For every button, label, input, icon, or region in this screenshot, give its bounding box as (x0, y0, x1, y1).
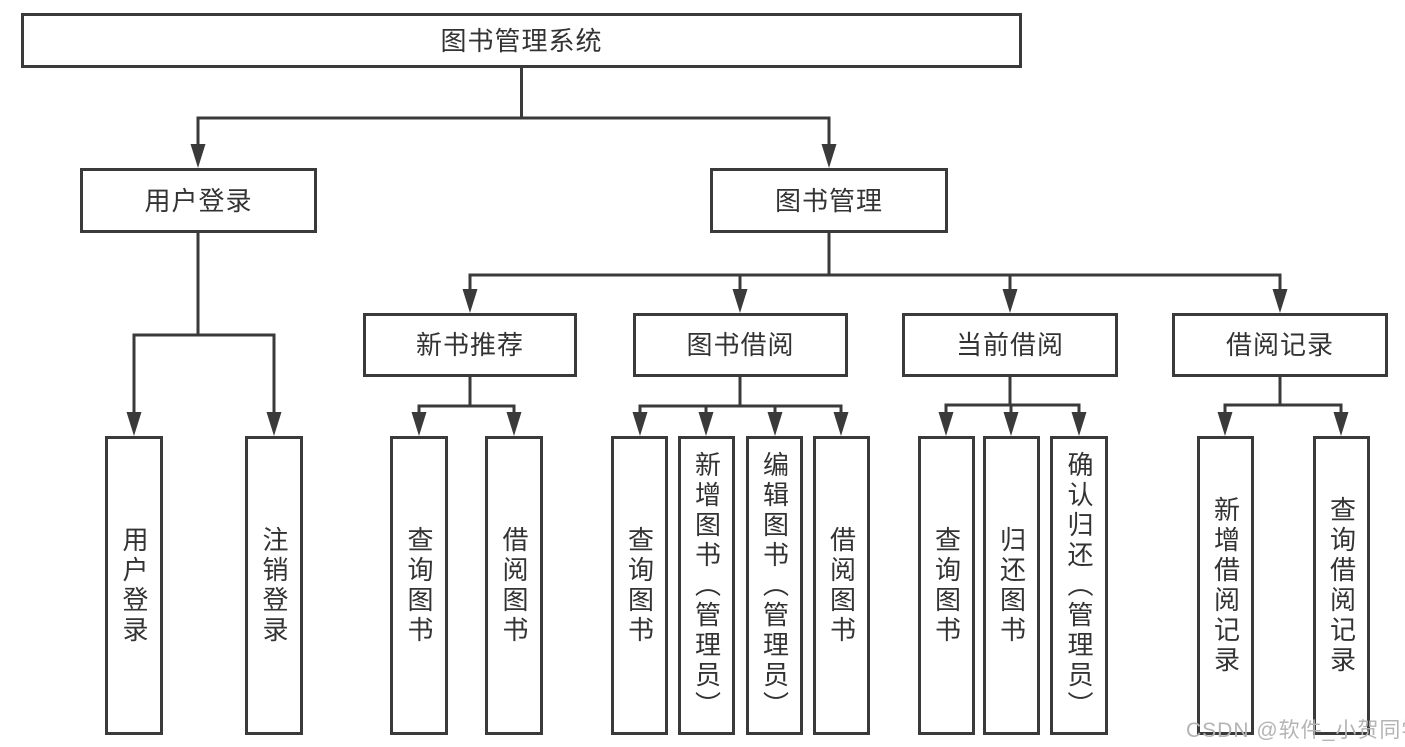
arrowhead (462, 289, 478, 313)
leaf-borrow-books: 借阅图书 (813, 436, 870, 735)
node-borrow-records: 借阅记录 (1172, 313, 1388, 377)
connector-login-to-leaves (132, 233, 276, 418)
node-root-system: 图书管理系统 (21, 13, 1022, 68)
leaf-user-login-label: 用户登录 (119, 525, 149, 646)
arrowhead (126, 412, 142, 436)
csdn-watermark: CSDN @软件_小贺同学 (1186, 719, 1405, 742)
node-new-book-recommend: 新书推荐 (363, 313, 577, 377)
leaf-borrow-query-books-label: 查询图书 (624, 525, 655, 646)
arrowhead (1071, 412, 1087, 436)
arrowhead (266, 412, 282, 436)
leaf-add-books-admin-label: 新增图书（管理员） (691, 450, 722, 721)
leaf-confirm-return-admin-label: 确认归还（管理员） (1064, 450, 1094, 721)
leaf-logout-label: 注销登录 (259, 525, 289, 646)
arrowhead (1217, 412, 1233, 436)
arrowhead (698, 412, 714, 436)
arrowhead (1003, 412, 1019, 436)
leaf-edit-books-admin-label: 编辑图书（管理员） (759, 450, 790, 721)
leaf-recommend-borrow-books: 借阅图书 (485, 436, 543, 735)
connector-root-to-level2 (196, 68, 831, 150)
node-book-management-label: 图书管理 (774, 185, 883, 216)
connector-bookmgmt-to-level3 (468, 233, 1282, 296)
leaf-borrow-books-label: 借阅图书 (826, 525, 857, 646)
node-user-login-label: 用户登录 (144, 185, 253, 216)
leaf-return-books: 归还图书 (983, 436, 1040, 735)
arrowhead (1272, 289, 1288, 313)
leaf-return-books-label: 归还图书 (996, 525, 1027, 646)
node-new-book-recommend-label: 新书推荐 (415, 330, 524, 360)
leaf-borrow-query-books: 查询图书 (611, 436, 668, 735)
arrowhead (732, 289, 748, 313)
arrowhead (411, 412, 427, 436)
arrowhead (938, 412, 954, 436)
node-book-management: 图书管理 (710, 168, 948, 233)
connector-records-to-leaves (1223, 377, 1343, 418)
leaf-add-borrow-record: 新增借阅记录 (1197, 436, 1254, 735)
connector-current-to-leaves (944, 377, 1081, 418)
arrowhead (632, 412, 648, 436)
leaf-confirm-return-admin: 确认归还（管理员） (1050, 436, 1108, 735)
leaf-query-borrow-record: 查询借阅记录 (1313, 436, 1370, 735)
node-borrow-records-label: 借阅记录 (1225, 330, 1334, 360)
connector-borrow-to-leaves (638, 377, 843, 418)
leaf-recommend-query-books: 查询图书 (390, 436, 448, 735)
arrowhead (1002, 289, 1018, 313)
leaf-query-borrow-record-label: 查询借阅记录 (1326, 495, 1357, 676)
leaf-current-query-books: 查询图书 (918, 436, 975, 735)
arrowhead (190, 144, 206, 168)
connector-recommend-to-leaves (417, 377, 516, 418)
leaf-edit-books-admin: 编辑图书（管理员） (746, 436, 803, 735)
leaf-recommend-query-books-label: 查询图书 (404, 525, 434, 646)
leaf-user-login: 用户登录 (105, 436, 163, 735)
node-book-borrow-label: 图书借阅 (686, 330, 795, 360)
node-current-borrow: 当前借阅 (902, 313, 1118, 377)
leaf-add-borrow-record-label: 新增借阅记录 (1210, 495, 1241, 676)
arrowhead (821, 144, 837, 168)
leaf-add-books-admin: 新增图书（管理员） (678, 436, 735, 735)
arrowhead (833, 412, 849, 436)
leaf-recommend-borrow-books-label: 借阅图书 (499, 525, 529, 646)
arrowhead (767, 412, 783, 436)
node-user-login: 用户登录 (80, 168, 317, 233)
node-root-label: 图书管理系统 (440, 25, 603, 56)
arrowhead (1333, 412, 1349, 436)
leaf-current-query-books-label: 查询图书 (931, 525, 962, 646)
node-current-borrow-label: 当前借阅 (955, 330, 1064, 360)
node-book-borrow: 图书借阅 (633, 313, 848, 377)
arrowhead (506, 412, 522, 436)
leaf-logout: 注销登录 (245, 436, 303, 735)
